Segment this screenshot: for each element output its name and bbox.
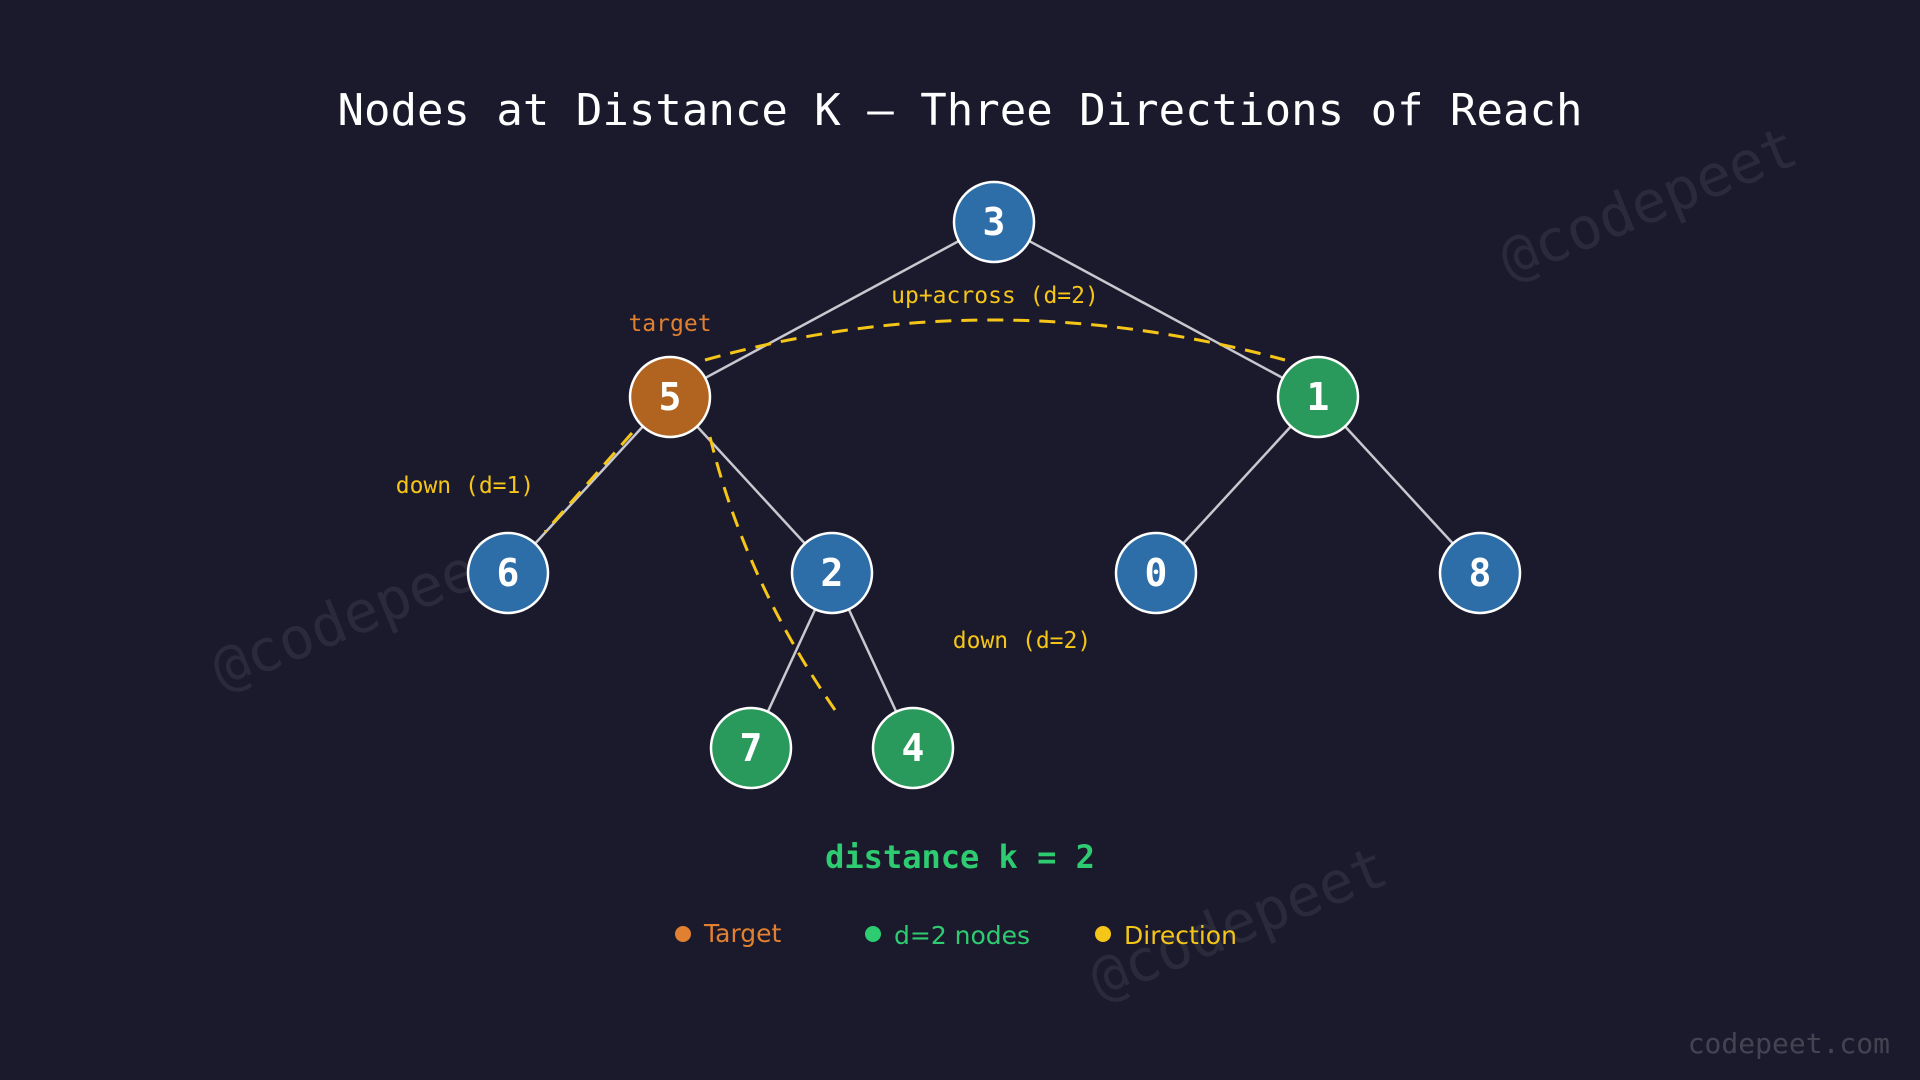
node-label-8: 8 bbox=[1469, 551, 1492, 595]
legend-item-result: d=2 nodes bbox=[865, 921, 1030, 950]
path-down-d1 bbox=[543, 432, 634, 533]
path-up-across bbox=[704, 318, 1286, 362]
legend-label-target: Target bbox=[703, 919, 782, 948]
node-label-6: 6 bbox=[497, 551, 520, 595]
node-label-0: 0 bbox=[1145, 551, 1168, 595]
tree-node-3: 3 bbox=[952, 180, 1036, 264]
annotation-up-across: up+across (d=2) bbox=[891, 283, 1099, 309]
node-circle-4 bbox=[871, 706, 955, 790]
direction-paths bbox=[543, 318, 1286, 711]
edge-n3-n1 bbox=[993, 220, 1319, 399]
node-circle-6 bbox=[466, 531, 550, 615]
node-circle-5 bbox=[628, 355, 712, 439]
node-label-4: 4 bbox=[902, 726, 925, 770]
site-url: codepeet.com bbox=[1688, 1027, 1890, 1060]
node-circle-3 bbox=[952, 180, 1036, 264]
node-label-5: 5 bbox=[659, 375, 682, 419]
node-label-3: 3 bbox=[983, 200, 1006, 244]
diagram-title: Nodes at Distance K — Three Directions o… bbox=[337, 85, 1582, 136]
node-circle-2 bbox=[790, 531, 874, 615]
legend-label-result: d=2 nodes bbox=[894, 921, 1030, 950]
legend-dot-target bbox=[675, 926, 691, 942]
tree-node-7: 7 bbox=[709, 706, 793, 790]
node-label-7: 7 bbox=[740, 726, 763, 770]
tree-nodes: 3 5 1 6 2 0 8 7 4 bbox=[466, 180, 1522, 790]
annotation-target: target bbox=[628, 311, 711, 337]
legend-item-direction: Direction bbox=[1095, 921, 1237, 950]
tree-node-1: 1 bbox=[1276, 355, 1360, 439]
watermark-left: @codepeet bbox=[202, 522, 519, 703]
node-label-1: 1 bbox=[1307, 375, 1330, 419]
tree-node-0: 0 bbox=[1114, 531, 1198, 615]
node-label-2: 2 bbox=[821, 551, 844, 595]
tree-node-2: 2 bbox=[790, 531, 874, 615]
legend-label-direction: Direction bbox=[1124, 921, 1237, 950]
tree-node-6: 6 bbox=[466, 531, 550, 615]
distance-label: distance k = 2 bbox=[825, 838, 1095, 876]
tree-node-5: 5 bbox=[628, 355, 712, 439]
watermark-top-right: @codepeet bbox=[1490, 112, 1807, 293]
annotation-down-d1: down (d=1) bbox=[396, 473, 534, 499]
legend: Target d=2 nodes Direction bbox=[675, 919, 1237, 950]
node-circle-0 bbox=[1114, 531, 1198, 615]
edge-n3-n5 bbox=[669, 220, 995, 399]
tree-node-8: 8 bbox=[1438, 531, 1522, 615]
legend-dot-direction bbox=[1095, 926, 1111, 942]
legend-dot-result bbox=[865, 926, 881, 942]
path-down-d2 bbox=[708, 436, 837, 711]
node-circle-7 bbox=[709, 706, 793, 790]
node-circle-1 bbox=[1276, 355, 1360, 439]
node-circle-8 bbox=[1438, 531, 1522, 615]
legend-item-target: Target bbox=[675, 919, 782, 948]
tree-node-4: 4 bbox=[871, 706, 955, 790]
annotation-down-d2: down (d=2) bbox=[953, 628, 1091, 654]
